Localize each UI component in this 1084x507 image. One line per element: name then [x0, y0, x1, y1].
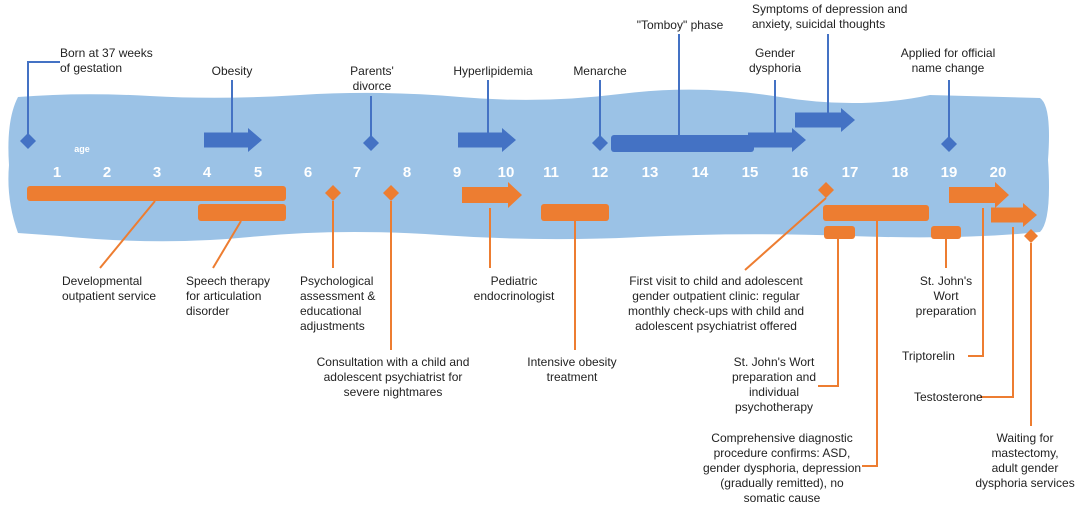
marker-tomboy-phase	[611, 135, 754, 152]
age-tick-17: 17	[842, 164, 859, 181]
label-name-change: Applied for official name change	[900, 46, 996, 75]
marker-nightmares-consultation	[383, 185, 399, 201]
marker-gender-clinic-visit	[818, 182, 834, 198]
label-stjohns-preparation: St. John's Wort preparation	[915, 274, 977, 318]
marker-testosterone	[991, 203, 1037, 227]
label-obesity: Obesity	[211, 64, 253, 78]
marker-triptorelin	[949, 182, 1009, 208]
label-developmental-service: Developmental outpatient service	[62, 274, 157, 303]
age-tick-8: 8	[403, 164, 411, 181]
marker-stjohns-preparation	[931, 226, 961, 239]
age-tick-20: 20	[990, 164, 1007, 181]
label-diagnostic-procedure: Comprehensive diagnostic procedure confi…	[702, 431, 862, 505]
marker-developmental-service	[27, 186, 286, 201]
age-tick-1: 1	[53, 164, 61, 181]
age-tick-16: 16	[792, 164, 809, 181]
connector-born	[27, 61, 60, 141]
label-hyperlipidemia: Hyperlipidemia	[453, 64, 533, 78]
label-stjohns-psychotherapy: St. John's Wort preparation and individu…	[731, 355, 817, 414]
connector-speech-therapy	[212, 220, 242, 269]
connector-developmental-service	[99, 200, 156, 269]
age-tick-13: 13	[642, 164, 659, 181]
age-tick-5: 5	[254, 164, 262, 181]
age-tick-11: 11	[543, 164, 559, 181]
marker-stjohns-psychotherapy	[824, 226, 855, 239]
timeline-band	[8, 89, 1049, 242]
marker-hyperlipidemia	[458, 128, 516, 152]
label-nightmares-consultation: Consultation with a child and adolescent…	[316, 355, 470, 399]
age-tick-9: 9	[453, 164, 461, 181]
marker-menarche	[592, 135, 608, 151]
marker-obesity	[204, 128, 262, 152]
marker-gender-dysphoria	[748, 128, 806, 152]
marker-pediatric-endocrinologist	[462, 182, 522, 208]
age-tick-3: 3	[153, 164, 161, 181]
label-parents-divorce: Parents' divorce	[350, 64, 394, 93]
label-depression-symptoms: Symptoms of depression and anxiety, suic…	[752, 2, 908, 31]
label-obesity-treatment: Intensive obesity treatment	[527, 355, 617, 384]
label-speech-therapy: Speech therapy for articulation disorder	[186, 274, 271, 318]
label-tomboy-phase: "Tomboy" phase	[636, 18, 724, 32]
label-gender-clinic-visit: First visit to child and adolescent gend…	[627, 274, 805, 333]
marker-speech-therapy	[198, 204, 286, 221]
age-tick-18: 18	[892, 164, 909, 181]
age-tick-19: 19	[941, 164, 958, 181]
connector-stjohns-psychotherapy	[818, 239, 839, 387]
marker-parents-divorce	[363, 135, 379, 151]
label-triptorelin: Triptorelin	[902, 349, 955, 363]
marker-waiting-mastectomy	[1024, 229, 1038, 243]
label-pediatric-endocrinologist: Pediatric endocrinologist	[473, 274, 555, 303]
marker-born	[20, 133, 36, 149]
marker-name-change	[941, 136, 957, 152]
label-psych-assessment: Psychological assessment & educational a…	[300, 274, 376, 333]
label-menarche: Menarche	[573, 64, 627, 78]
label-waiting-mastectomy: Waiting for mastectomy, adult gender dys…	[975, 431, 1075, 490]
connector-testosterone	[980, 227, 1014, 398]
age-tick-4: 4	[203, 164, 212, 181]
marker-diagnostic-procedure	[823, 205, 929, 221]
age-tick-2: 2	[103, 164, 111, 181]
label-gender-dysphoria: Gender dysphoria	[748, 46, 802, 75]
age-tick-10: 10	[498, 164, 515, 181]
label-testosterone: Testosterone	[914, 390, 983, 404]
age-tick-7: 7	[353, 164, 361, 181]
connector-diagnostic-procedure	[862, 221, 878, 467]
age-axis-label: age	[74, 144, 90, 154]
marker-depression-symptoms	[795, 108, 855, 132]
age-tick-14: 14	[692, 164, 709, 181]
connector-triptorelin	[968, 208, 984, 357]
label-born: Born at 37 weeks of gestation	[60, 46, 153, 75]
marker-obesity-treatment	[541, 204, 609, 221]
age-tick-15: 15	[742, 164, 759, 181]
marker-psych-assessment	[325, 185, 341, 201]
age-tick-6: 6	[304, 164, 312, 181]
age-tick-12: 12	[592, 164, 609, 181]
connector-gender-clinic-visit	[744, 197, 827, 271]
